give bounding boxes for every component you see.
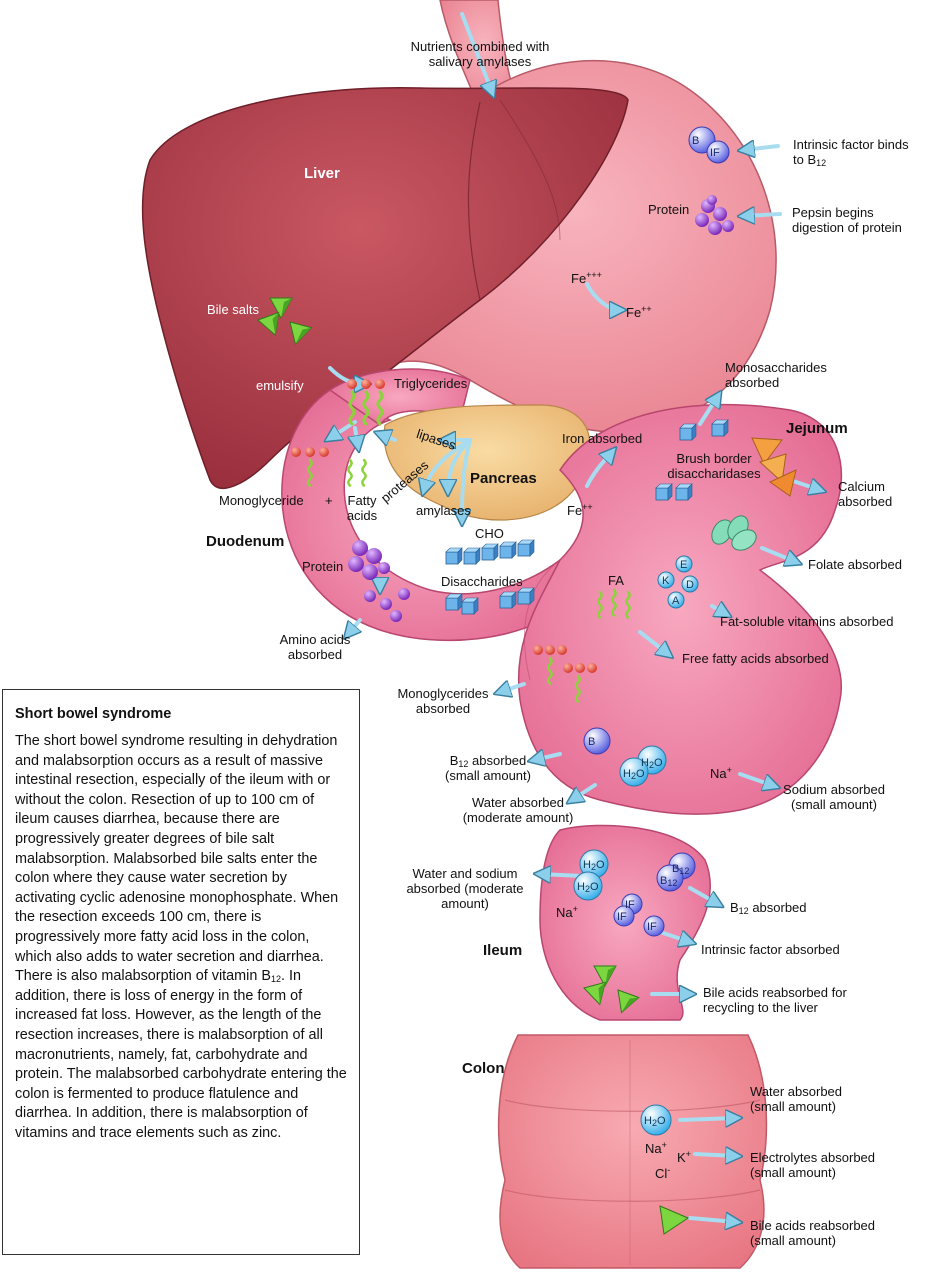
jejunum-label: Jejunum xyxy=(786,420,848,437)
folate-label: Folate absorbed xyxy=(808,557,902,572)
emulsify-label: emulsify xyxy=(256,378,304,393)
monosaccharides-label: Monosaccharides absorbed xyxy=(725,360,827,390)
water-colon-label: Water absorbed (small amount) xyxy=(750,1084,843,1114)
fe3-label: Fe+++ xyxy=(571,270,602,287)
water-sodium-label: Water and sodium absorbed (moderate amou… xyxy=(406,866,524,911)
pepsin-label: Pepsin begins digestion of protein xyxy=(792,205,902,235)
h2o-label: H2O xyxy=(577,881,599,894)
bile-acids-colon-label: Bile acids reabsorbed (small amount) xyxy=(750,1218,876,1248)
electrolytes-label: Electrolytes absorbed (small amount) xyxy=(750,1150,876,1180)
monoglyceride-molecules-jejunum xyxy=(533,645,597,703)
h2o-label: H2O xyxy=(583,859,605,872)
protein-cluster-duodenum xyxy=(348,540,410,622)
k-colon-label: K+ xyxy=(677,1149,691,1166)
if-label: IF xyxy=(617,911,627,923)
amino-acids-label: Amino acids absorbed xyxy=(279,632,351,662)
if-label: IF xyxy=(647,921,657,933)
water-molecules-ileum xyxy=(573,849,609,901)
sodium-label: Sodium absorbed (small amount) xyxy=(783,782,885,812)
water-molecule-colon xyxy=(640,1104,672,1136)
na-jejunum-label: Na+ xyxy=(710,765,732,782)
short-bowel-syndrome-box: Short bowel syndrome The short bowel syn… xyxy=(2,689,360,1255)
fatty-acids-label: Fatty acids xyxy=(346,493,378,523)
bile-acid-icon-colon xyxy=(659,1205,690,1235)
b12-jejunum: B xyxy=(583,727,611,755)
vitamin-e-label: E xyxy=(680,559,687,571)
liver xyxy=(141,87,629,490)
h2o-label: H2O xyxy=(623,768,645,781)
box-text: The short bowel syndrome resulting in de… xyxy=(15,733,347,1141)
intrinsic-factor-label: Intrinsic factor binds to B12 xyxy=(793,137,909,168)
vitamin-a-label: A xyxy=(672,595,680,607)
calcium-icon xyxy=(751,437,797,497)
jejunum xyxy=(517,403,843,815)
triglyceride-molecules xyxy=(291,379,385,487)
protein-cluster-stomach xyxy=(695,195,734,235)
na-ileum-label: Na+ xyxy=(556,904,578,921)
intrinsic-factor-ileum: IF IF IF xyxy=(613,893,665,937)
fe2-label: Fe++ xyxy=(626,304,652,321)
iron-absorbed-label: Iron absorbed xyxy=(562,431,643,446)
if-label: IF xyxy=(710,147,720,159)
stomach-protein-label: Protein xyxy=(648,202,690,217)
absorption-arrows xyxy=(330,12,820,1222)
liver-label: Liver xyxy=(304,165,340,182)
triglycerides-label: Triglycerides xyxy=(394,376,468,391)
bile-acids-ileum-label: Bile acids reabsorbed for recycling to t… xyxy=(703,985,847,1015)
fat-soluble-vitamins: E K D A xyxy=(657,555,699,609)
monoglyceride-label: Monoglyceride xyxy=(219,493,304,508)
bile-salts-label: Bile salts xyxy=(207,302,260,317)
nutrients-label: Nutrients combined with salivary amylase… xyxy=(410,39,550,69)
if-label: IF xyxy=(625,899,635,911)
water-molecules-jejunum xyxy=(619,745,667,787)
folate-icon xyxy=(711,515,757,551)
vitamin-d-label: D xyxy=(686,579,694,591)
b12-absorbed-small-label: B12 absorbed(small amount) xyxy=(445,753,531,783)
duodenum-label: Duodenum xyxy=(206,533,285,550)
b12-label: B xyxy=(692,135,699,147)
monoglycerides-label: Monoglycerides absorbed xyxy=(397,686,489,716)
h2o-label: H2O xyxy=(641,757,663,770)
b12-if-complex-stomach: B IF xyxy=(688,126,730,164)
cho-label: CHO xyxy=(475,526,504,541)
b12-molecule-label: B12 xyxy=(660,875,678,888)
b12-ileum xyxy=(656,852,696,892)
ileum-label: Ileum xyxy=(483,942,523,959)
colon-label: Colon xyxy=(462,1060,505,1077)
h2o-label: H2O xyxy=(644,1115,666,1128)
amylases-label: amylases xyxy=(416,503,471,518)
fat-soluble-label: Fat-soluble vitamins absorbed xyxy=(720,614,894,629)
colon xyxy=(497,1034,768,1269)
b12-molecule-label: B12 xyxy=(672,863,690,876)
intrinsic-absorbed-label: Intrinsic factor absorbed xyxy=(701,942,840,957)
brush-border-label: Brush border disaccharidases xyxy=(667,451,761,481)
b12-ileum-label: B12 absorbed xyxy=(730,900,807,916)
fe2-duodenum-label: Fe++ xyxy=(567,502,593,519)
vitamin-k-label: K xyxy=(662,575,670,587)
na-colon-label: Na+ xyxy=(645,1140,667,1157)
duodenum-protein-label: Protein xyxy=(302,559,344,574)
plus-sign: + xyxy=(325,493,333,508)
water-moderate-label: Water absorbed (moderate amount) xyxy=(462,795,574,825)
free-fatty-label: Free fatty acids absorbed xyxy=(682,651,829,666)
pancreas-label: Pancreas xyxy=(470,470,537,487)
disaccharides-label: Disaccharides xyxy=(441,574,523,589)
calcium-label: Calcium absorbed xyxy=(838,479,893,509)
box-title: Short bowel syndrome xyxy=(15,706,172,722)
cl-colon-label: Cl- xyxy=(655,1165,671,1182)
fa-label: FA xyxy=(608,573,624,588)
b12-label: B xyxy=(588,736,595,748)
